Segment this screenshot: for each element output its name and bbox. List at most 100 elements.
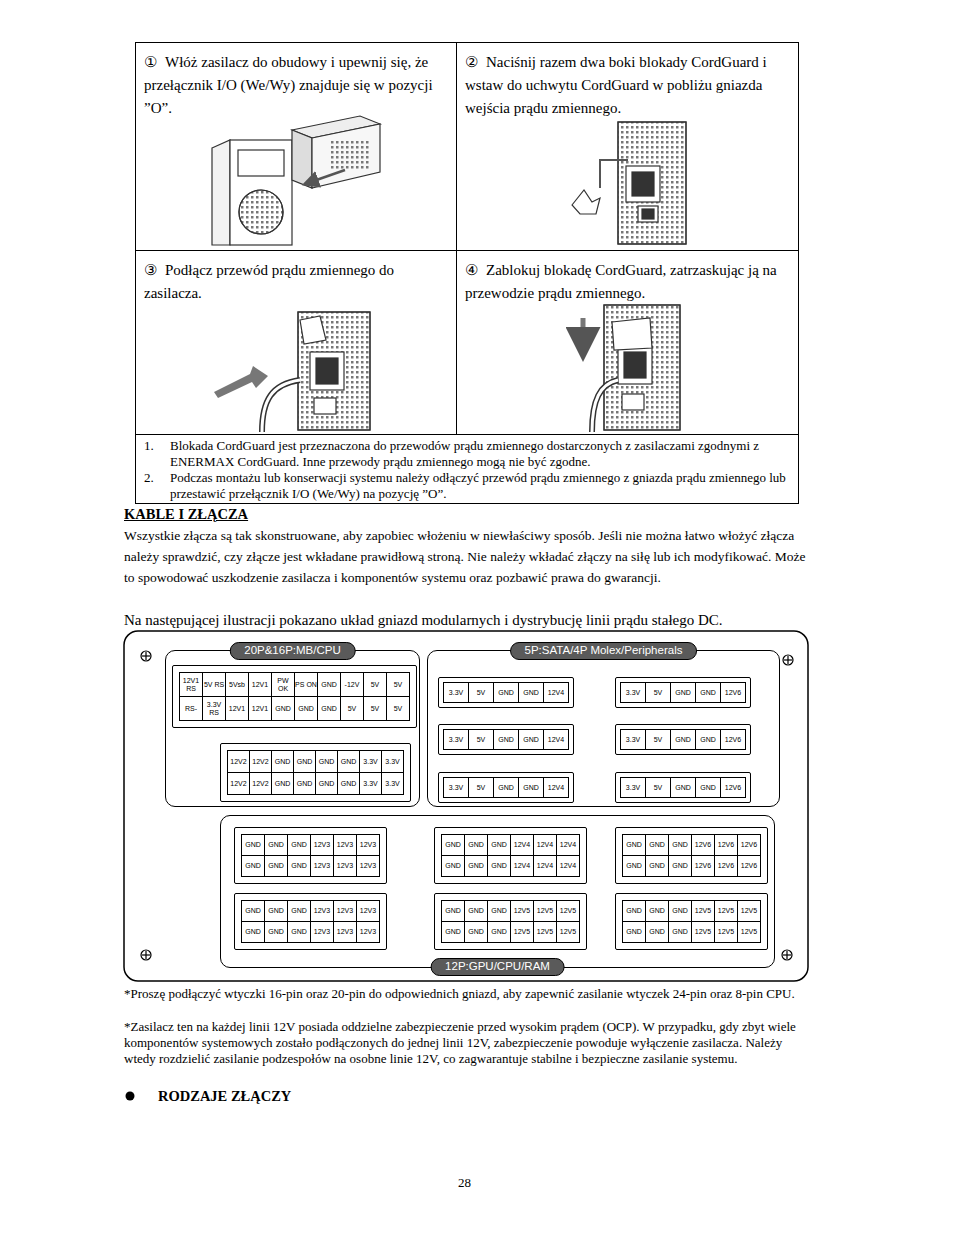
pin-label: 12V6 [738,835,761,856]
modular-socket: 12V1 RS5V RS5Vsb12V1PW OKPS ONGND-12V5V5… [172,665,417,728]
connector-group: 20P&16P:MB/CPU12V1 RS5V RS5Vsb12V1PW OKP… [165,650,420,807]
pin-label: GND [318,697,341,721]
pin-label: 12V5 [692,922,715,943]
pin-label: 12V6 [738,856,761,877]
pin-label: GND [696,778,721,798]
pin-label: GND [465,901,488,922]
pin-label: 3.3V RS [203,697,226,721]
group-header: 20P&16P:MB/CPU [229,642,356,660]
pin-grid: 3.3V5VGNDGND12V4 [443,777,569,798]
pin-label: 5V [364,697,387,721]
pin-label: 12V2 [250,773,272,795]
pin-label: GND [265,835,288,856]
pin-label: 12V6 [721,778,746,798]
pin-label: GND [288,901,311,922]
pin-label: 3.3V [621,683,646,703]
modular-socket: GNDGNDGND12V312V312V3GNDGNDGND12V312V312… [234,827,387,884]
pin-label: GND [494,683,519,703]
pin-label: GND [519,730,544,750]
pin-label: 5V [646,778,671,798]
pin-label: 12V5 [738,901,761,922]
pin-label: GND [316,773,338,795]
modular-socket: 3.3V5VGNDGND12V6 [615,772,751,803]
subsection-heading: RODZAJE ZŁĄCZY [158,1087,458,1105]
pin-label: 12V3 [357,901,380,922]
pin-label: 3.3V [382,751,404,773]
connector-group: 12P:GPU/CPU/RAMGNDGNDGND12V312V312V3GNDG… [220,815,775,968]
pin-grid: 3.3V5VGNDGND12V6 [620,682,746,703]
pin-label: 5V RS [203,673,226,697]
cordguard-insert-illustration [572,122,686,244]
pin-label: GND [265,901,288,922]
pin-label: GND [442,901,465,922]
group-header: 12P:GPU/CPU/RAM [430,958,565,976]
pin-label: GND [318,673,341,697]
pin-label: 12V5 [511,901,534,922]
pin-label: GND [623,856,646,877]
note-row: 1.Blokada CordGuard jest przeznaczona do… [144,438,790,470]
pin-label: 3.3V [444,683,469,703]
pin-grid: 3.3V5VGNDGND12V4 [443,729,569,750]
step-number: ③ [144,262,157,278]
pin-label: 5V [387,697,410,721]
pin-label: 12V1 [226,697,249,721]
pin-label: 3.3V [382,773,404,795]
pin-grid: 3.3V5VGNDGND12V4 [443,682,569,703]
pin-label: 3.3V [360,751,382,773]
pin-label: RS- [180,697,203,721]
pin-label: 12V6 [692,856,715,877]
pin-label: GND [465,856,488,877]
pin-label: GND [242,856,265,877]
pin-label: 12V4 [511,856,534,877]
pin-label: 5V [341,697,364,721]
pin-label: GND [646,922,669,943]
pin-label: 12V3 [357,835,380,856]
pin-label: 12V3 [334,835,357,856]
pin-label: GND [338,773,360,795]
pin-label: GND [488,901,511,922]
modular-socket: GNDGNDGND12V412V412V4GNDGNDGND12V412V412… [434,827,587,884]
pin-label: 12V4 [544,683,569,703]
pin-label: GND [519,778,544,798]
pin-label: 12V3 [334,901,357,922]
pin-label: 12V4 [534,835,557,856]
connector-panel [124,631,808,981]
modular-socket: GNDGNDGND12V512V512V5GNDGNDGND12V512V512… [615,893,768,950]
pin-label: GND [488,835,511,856]
pin-label: GND [465,835,488,856]
group-header: 5P:SATA/4P Molex/Peripherals [510,642,698,660]
footnote: *Proszę podłączyć wtyczki 16-pin oraz 20… [124,986,814,1002]
pin-label: GND [465,922,488,943]
modular-socket: GNDGNDGND12V512V512V5GNDGNDGND12V512V512… [434,893,587,950]
pin-label: GND [272,773,294,795]
pin-grid: GNDGNDGND12V312V312V3GNDGNDGND12V312V312… [241,900,380,943]
pin-label: 12V4 [511,835,534,856]
pin-label: 5Vsb [226,673,249,697]
instruction-cell: ①Włóż zasilacz do obudowy i upewnij się,… [135,42,457,251]
pin-label: GND [242,901,265,922]
pin-label: 3.3V [621,778,646,798]
pin-grid: GNDGNDGND12V512V512V5GNDGNDGND12V512V512… [622,900,761,943]
pin-label: GND [442,922,465,943]
pin-label: GND [494,730,519,750]
pin-label: GND [488,922,511,943]
pin-label: PS ON [295,673,318,697]
pin-label: 12V4 [544,778,569,798]
pin-label: 12V1 RS [180,673,203,697]
pin-label: 5V [646,683,671,703]
instruction-cell: ④Zablokuj blokadę CordGuard, zatrzaskują… [456,250,799,435]
cordguard-lock-illustration [583,305,680,432]
instruction-cell: ②Naciśnij razem dwa boki blokady CordGua… [456,42,799,251]
pin-label: 5V [646,730,671,750]
pin-label: GND [272,697,295,721]
case-illustration [212,116,380,245]
pin-label: GND [272,751,294,773]
modular-socket: 3.3V5VGNDGND12V4 [438,677,574,708]
step-number: ① [144,54,157,70]
footnote: *Zasilacz ten na każdej linii 12V posiad… [124,1019,814,1067]
page-number: 28 [458,1175,498,1191]
pin-label: GND [671,778,696,798]
pin-label: 12V2 [228,751,250,773]
pin-label: 12V5 [511,922,534,943]
